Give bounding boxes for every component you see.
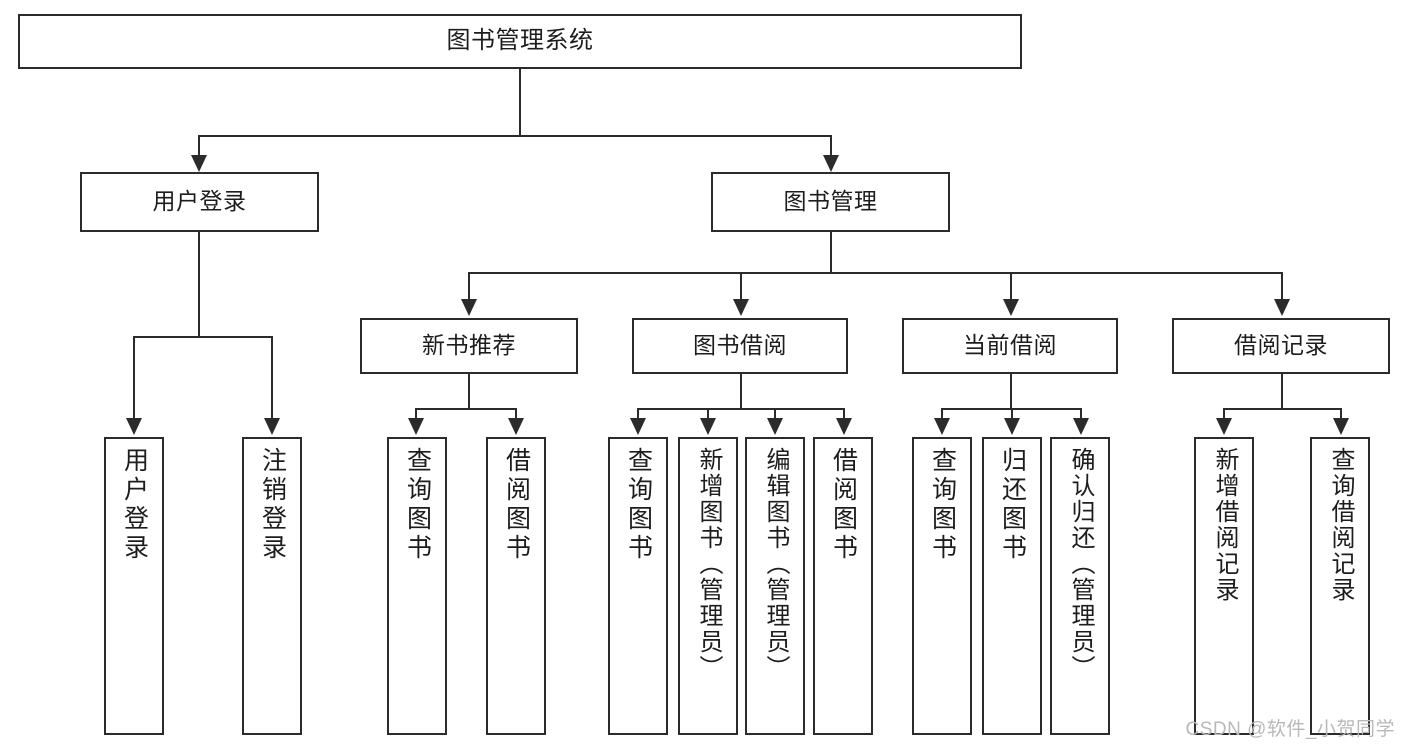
edge-new-book-bar (415, 408, 515, 410)
node-leaf-query-book-current[interactable]: 查询图书 (912, 437, 972, 735)
edge-book-management-stem (830, 232, 832, 272)
edge-book-management-bar (468, 272, 1282, 274)
arrow-new-book-to-leaf-1 (408, 418, 424, 435)
node-leaf-borrow-book-recommend[interactable]: 借阅图书 (486, 437, 546, 735)
node-label: 当前借阅 (963, 332, 1057, 359)
arrow-bb-to-leaf-3 (767, 418, 783, 435)
arrow-cb-to-leaf-1 (934, 418, 950, 435)
node-label: 借阅图书 (829, 447, 858, 563)
node-user-login[interactable]: 用户登录 (80, 172, 319, 232)
node-leaf-logout[interactable]: 注销登录 (242, 437, 302, 735)
watermark-text: CSDN @软件_小贺同学 (1185, 719, 1395, 740)
node-label: 查询图书 (928, 447, 957, 563)
edge-root-stem (519, 69, 521, 135)
node-label: 图书管理 (783, 188, 878, 215)
edge-bb-to-leaf-4 (843, 408, 845, 420)
node-root-system[interactable]: 图书管理系统 (18, 14, 1022, 69)
edge-root-to-book-management (830, 135, 832, 157)
edge-bb-to-leaf-1 (637, 408, 639, 420)
edge-borrow-record-stem (1281, 374, 1283, 408)
edge-br-to-leaf-1 (1223, 408, 1225, 420)
edge-cb-to-leaf-1 (941, 408, 943, 420)
node-leaf-add-book[interactable]: 新增图书（管理员） (678, 437, 738, 735)
arrow-br-to-leaf-1 (1216, 418, 1232, 435)
node-leaf-confirm-return[interactable]: 确认归还（管理员） (1050, 437, 1110, 735)
edge-book-borrow-stem (740, 374, 742, 408)
arrow-bm-to-book-borrow (733, 299, 749, 316)
edge-bb-to-leaf-2 (707, 408, 709, 420)
arrow-bb-to-leaf-1 (630, 418, 646, 435)
edge-user-login-to-leaf-2 (271, 336, 273, 420)
arrow-cb-to-leaf-2 (1004, 418, 1020, 435)
node-label: 用户登录 (152, 188, 247, 215)
node-label: 注销登录 (258, 447, 287, 563)
node-leaf-query-book-borrow[interactable]: 查询图书 (608, 437, 668, 735)
arrow-user-login-to-leaf-2 (264, 418, 280, 435)
edge-new-book-stem (468, 374, 470, 408)
node-leaf-add-record[interactable]: 新增借阅记录 (1194, 437, 1254, 735)
arrow-root-to-user-login (191, 155, 207, 172)
edge-bm-to-new-book (468, 272, 470, 300)
node-label: 新增图书（管理员） (695, 447, 722, 681)
node-label: 归还图书 (998, 447, 1027, 563)
node-label: 新书推荐 (422, 332, 516, 359)
edge-new-book-to-leaf-1 (415, 408, 417, 420)
arrow-bb-to-leaf-4 (836, 418, 852, 435)
edge-user-login-to-leaf-1 (133, 336, 135, 420)
node-label: 确认归还（管理员） (1067, 447, 1094, 681)
node-leaf-return-book[interactable]: 归还图书 (982, 437, 1042, 735)
node-leaf-query-book-recommend[interactable]: 查询图书 (387, 437, 447, 735)
node-label: 借阅图书 (502, 447, 531, 563)
node-new-book-recommend[interactable]: 新书推荐 (360, 318, 578, 374)
arrow-bm-to-current-borrow (1003, 299, 1019, 316)
edge-cb-to-leaf-2 (1011, 408, 1013, 420)
node-book-borrow[interactable]: 图书借阅 (632, 318, 848, 374)
edge-user-login-bar (133, 336, 271, 338)
node-label: 用户登录 (120, 447, 149, 563)
node-label: 图书借阅 (693, 332, 787, 359)
edge-current-borrow-stem (1010, 374, 1012, 408)
node-book-management[interactable]: 图书管理 (711, 172, 950, 232)
edge-book-borrow-bar (637, 408, 843, 410)
edge-bm-to-current-borrow (1010, 272, 1012, 300)
node-current-borrow[interactable]: 当前借阅 (902, 318, 1118, 374)
node-label: 新增借阅记录 (1211, 447, 1238, 603)
node-label: 编辑图书（管理员） (762, 447, 789, 681)
edge-borrow-record-bar (1223, 408, 1340, 410)
arrow-bm-to-new-book (461, 299, 477, 316)
arrow-cb-to-leaf-3 (1073, 418, 1089, 435)
node-leaf-borrow-book[interactable]: 借阅图书 (813, 437, 873, 735)
edge-br-to-leaf-2 (1340, 408, 1342, 420)
edge-bb-to-leaf-3 (774, 408, 776, 420)
node-label: 图书管理系统 (446, 27, 594, 55)
edge-root-to-user-login (198, 135, 200, 157)
arrow-new-book-to-leaf-2 (508, 418, 524, 435)
edge-bm-to-book-borrow (740, 272, 742, 300)
edge-current-borrow-bar (941, 408, 1080, 410)
arrow-br-to-leaf-2 (1333, 418, 1349, 435)
node-label: 借阅记录 (1234, 332, 1328, 359)
node-leaf-query-record[interactable]: 查询借阅记录 (1310, 437, 1370, 735)
arrow-bb-to-leaf-2 (700, 418, 716, 435)
edge-cb-to-leaf-3 (1080, 408, 1082, 420)
node-leaf-user-login[interactable]: 用户登录 (104, 437, 164, 735)
edge-new-book-to-leaf-2 (515, 408, 517, 420)
edge-user-login-stem (198, 232, 200, 336)
arrow-root-to-book-management (823, 155, 839, 172)
arrow-user-login-to-leaf-1 (126, 418, 142, 435)
node-label: 查询图书 (624, 447, 653, 563)
node-leaf-edit-book[interactable]: 编辑图书（管理员） (745, 437, 805, 735)
edge-root-bar (198, 135, 830, 137)
node-label: 查询图书 (403, 447, 432, 563)
node-borrow-record[interactable]: 借阅记录 (1172, 318, 1390, 374)
arrow-bm-to-borrow-record (1274, 299, 1290, 316)
edge-bm-to-borrow-record (1281, 272, 1283, 300)
node-label: 查询借阅记录 (1327, 447, 1354, 603)
